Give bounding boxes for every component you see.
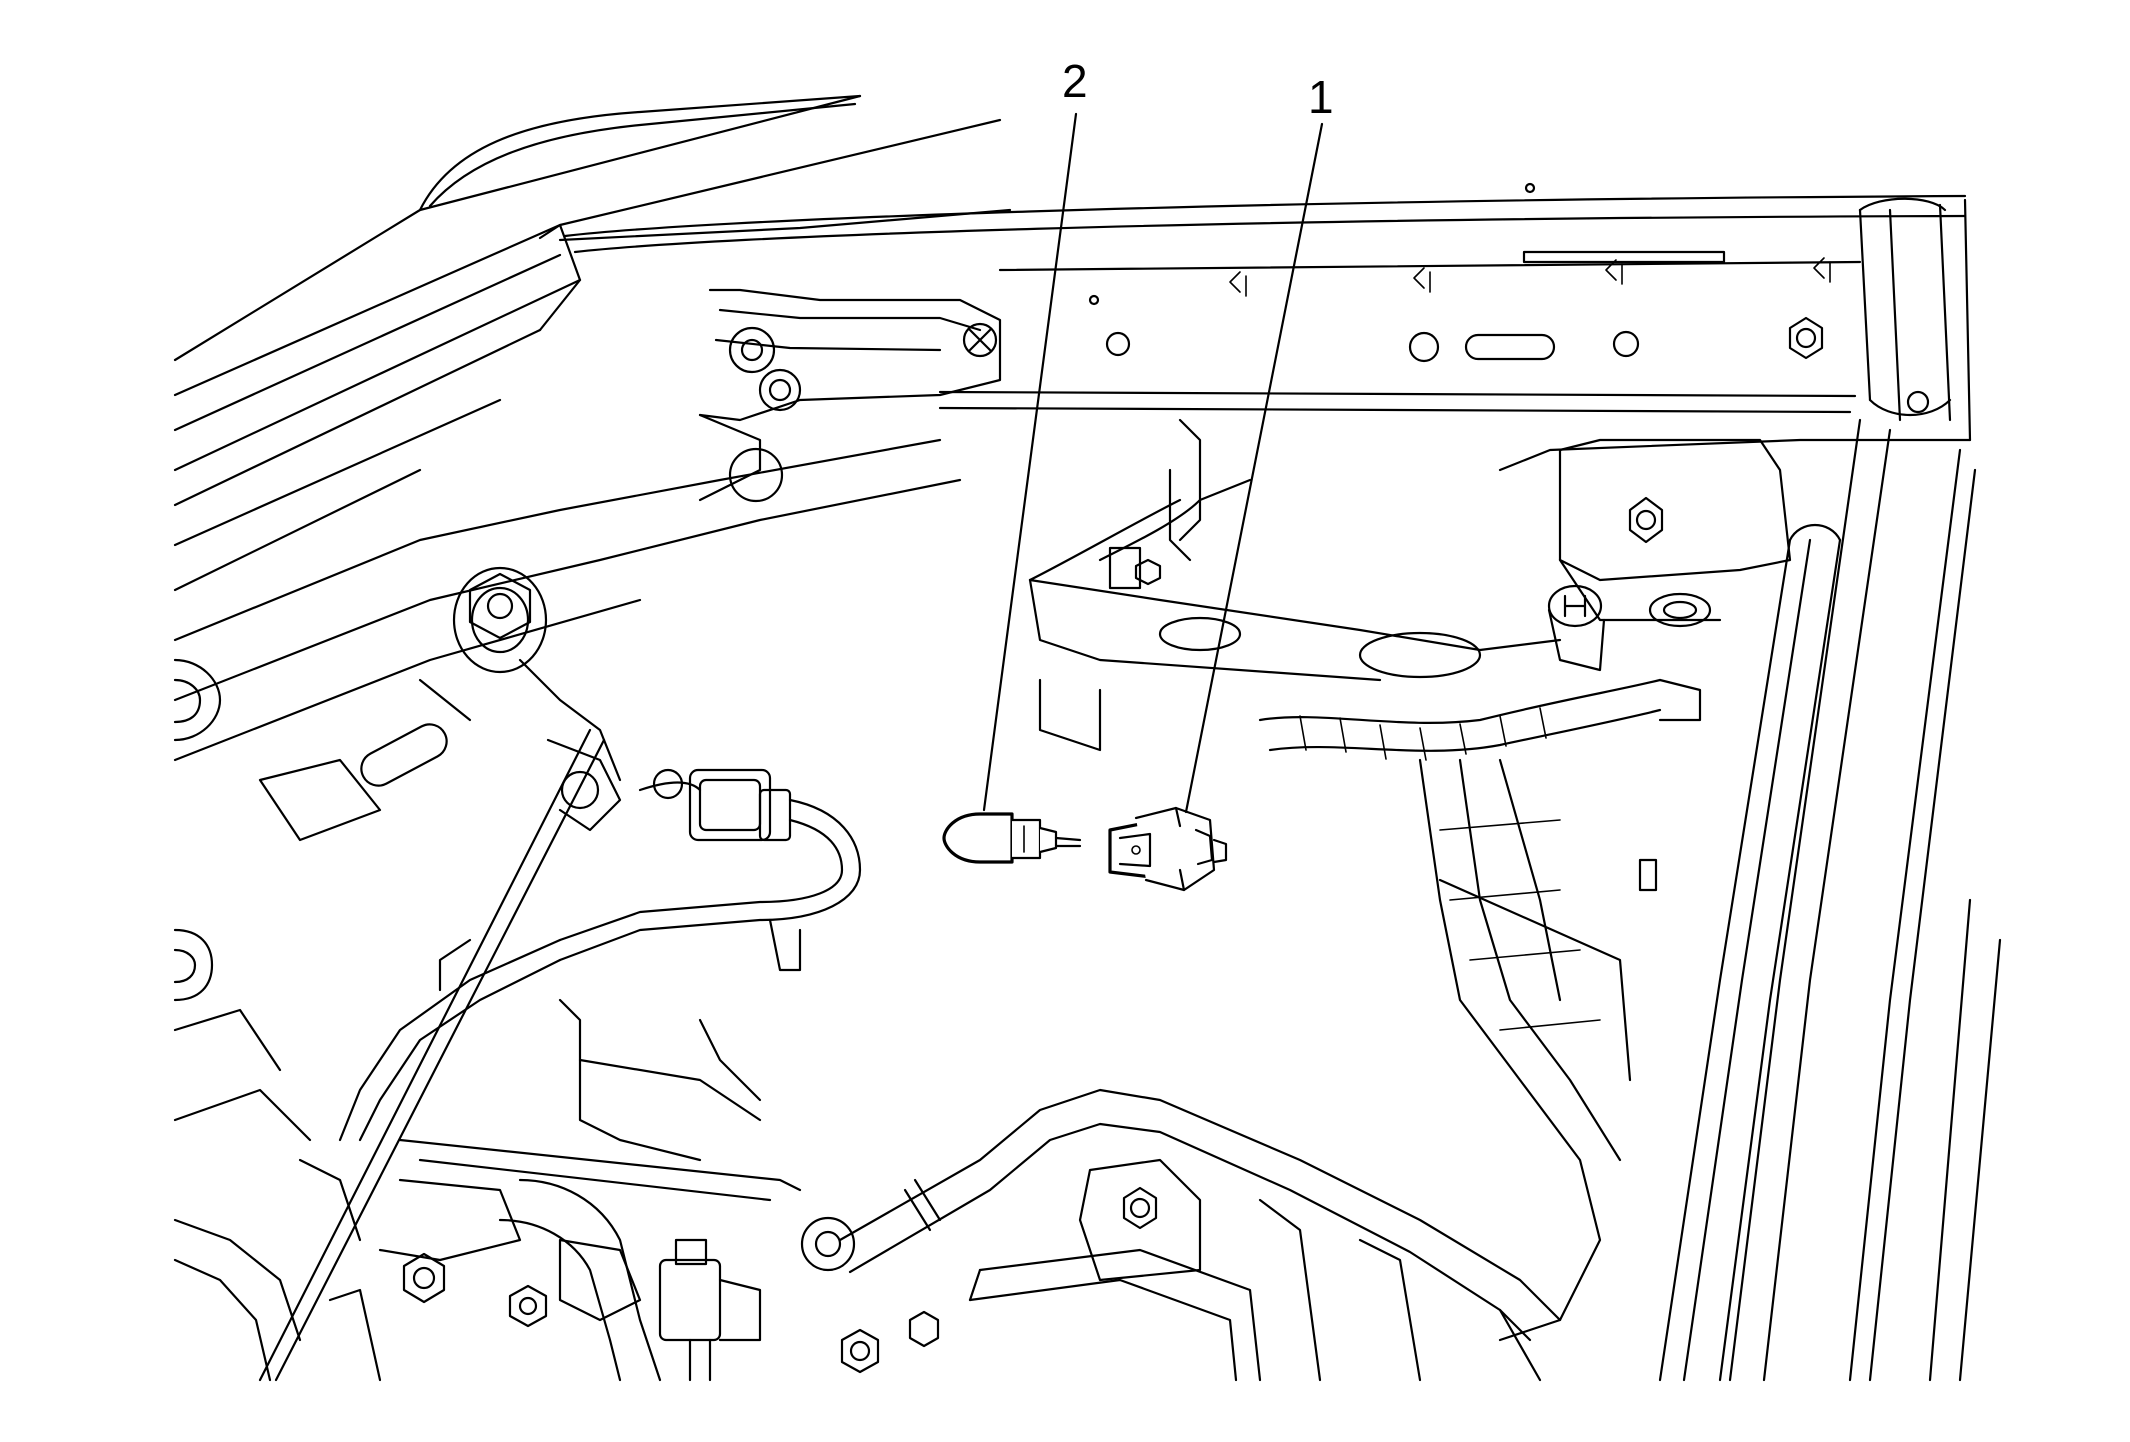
headlamp-housing: [698, 288, 1002, 503]
callout-label-bulb: 2: [1062, 55, 1088, 107]
leader-line-2: [982, 112, 1078, 812]
lower-center-assembly: [658, 1088, 1562, 1382]
radiator-support-beam: [563, 182, 1967, 414]
mounting-bracket: [1547, 438, 1792, 672]
hood-panel: [173, 94, 1012, 592]
hood-prop-rod: [258, 728, 622, 1382]
bulb-socket: [1108, 806, 1228, 892]
lower-curved-panel: [1418, 758, 1632, 1342]
lower-left-hoses: [173, 1158, 662, 1382]
wiring-connector-left: [338, 768, 862, 1142]
right-frame-upright: [1498, 197, 1972, 472]
left-fender-details: [173, 658, 312, 1142]
radiator-side-frame: [1638, 418, 2002, 1382]
right-lower-frame: [1258, 1198, 1542, 1382]
leader-line-1: [1184, 122, 1324, 814]
inner-fender-apron: [1028, 418, 1562, 752]
lower-cross-member: [378, 998, 802, 1328]
callout-leaders: [982, 112, 1324, 814]
bulb: [942, 812, 1082, 864]
callout-label-bulb-socket: 1: [1308, 71, 1334, 123]
left-upper-cross-member: [173, 438, 962, 842]
wiring-harness-right: [1258, 678, 1702, 761]
